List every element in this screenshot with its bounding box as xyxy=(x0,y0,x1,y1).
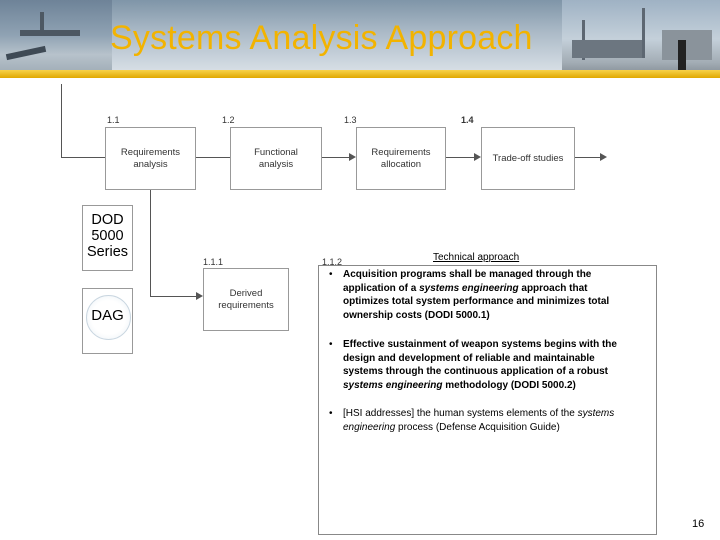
bullet-emphasis: systems engineering xyxy=(343,379,443,391)
technical-approach-title: Technical approach xyxy=(433,252,520,263)
dod-5000-series-logo: DOD 5000 Series xyxy=(82,205,133,271)
arrow-3-4 xyxy=(474,153,481,161)
bullet-item: • Acquisition programs shall be managed … xyxy=(329,268,629,322)
bullet-dot-icon: • xyxy=(329,269,333,280)
arrow-2-3 xyxy=(349,153,356,161)
bullet-item: • Effective sustainment of weapon system… xyxy=(329,338,629,392)
connector-3-4 xyxy=(446,157,474,158)
header-banner: Systems Analysis Approach xyxy=(0,0,720,78)
bullet-emphasis: systems engineering xyxy=(419,282,519,294)
connector-down-vertical xyxy=(150,190,151,297)
step-number-1-1-2: 1.1.2 xyxy=(322,257,343,267)
requirements-analysis-label: Requirements analysis xyxy=(120,146,181,170)
ships-photo xyxy=(562,0,720,78)
dod-logo-line-1: DOD xyxy=(91,212,124,228)
step-number-1-1: 1.1 xyxy=(107,115,120,125)
dod-logo-line-2: 5000 xyxy=(91,228,124,244)
step-number-1-3: 1.3 xyxy=(344,115,357,125)
connector-1-2 xyxy=(196,157,246,158)
connector-down-horizontal xyxy=(150,296,196,297)
derived-requirements-box: Derived requirements xyxy=(203,268,289,331)
step-number-1-1-1: 1.1.1 xyxy=(203,257,224,267)
feedback-line-horizontal xyxy=(61,157,105,158)
bullet-emphasis: systems engineering xyxy=(343,408,615,433)
slide-title: Systems Analysis Approach xyxy=(110,19,533,57)
bullet-text: [HSI addresses] the human systems elemen… xyxy=(343,408,578,419)
bullet-item: • [HSI addresses] the human systems elem… xyxy=(329,407,629,434)
page-number: 16 xyxy=(692,518,705,530)
bullet-text: process (Defense Acquisition Guide) xyxy=(395,421,560,433)
bullet-text: approach that optimizes total system per… xyxy=(343,282,610,321)
bullet-text: Acquisition programs shall be managed th… xyxy=(343,269,592,294)
bullet-text: Effective sustainment of weapon systems … xyxy=(343,339,617,377)
bullet-dot-icon: • xyxy=(329,408,333,419)
dag-logo-text: DAG xyxy=(91,307,124,324)
technical-approach-box: • Acquisition programs shall be managed … xyxy=(318,265,657,535)
trade-off-studies-label: Trade-off studies xyxy=(492,152,564,164)
bullet-text: methodology (DODI 5000.2) xyxy=(442,379,576,391)
derived-requirements-label: Derived requirements xyxy=(218,287,274,311)
feedback-line-vertical xyxy=(61,84,62,158)
functional-analysis-box: Functional analysis xyxy=(230,127,322,190)
dag-logo: DAG xyxy=(82,288,133,354)
requirements-allocation-box: Requirements allocation xyxy=(356,127,446,190)
requirements-analysis-box: Requirements analysis xyxy=(105,127,196,190)
title-underline-bar xyxy=(0,70,720,78)
functional-analysis-label: Functional analysis xyxy=(254,146,298,170)
arrow-4-out xyxy=(600,153,607,161)
connector-2-3 xyxy=(322,157,349,158)
step-number-1-4: 1.4 xyxy=(461,115,474,125)
requirements-allocation-label: Requirements allocation xyxy=(371,146,431,170)
dag-seal-icon xyxy=(86,295,131,340)
step-number-1-2: 1.2 xyxy=(222,115,235,125)
connector-4-out xyxy=(575,157,600,158)
trade-off-studies-box: Trade-off studies xyxy=(481,127,575,190)
dod-logo-line-3: Series xyxy=(86,244,129,260)
bullet-dot-icon: • xyxy=(329,339,333,350)
aircraft-carrier-photo xyxy=(0,0,112,78)
arrow-derived xyxy=(196,292,203,300)
